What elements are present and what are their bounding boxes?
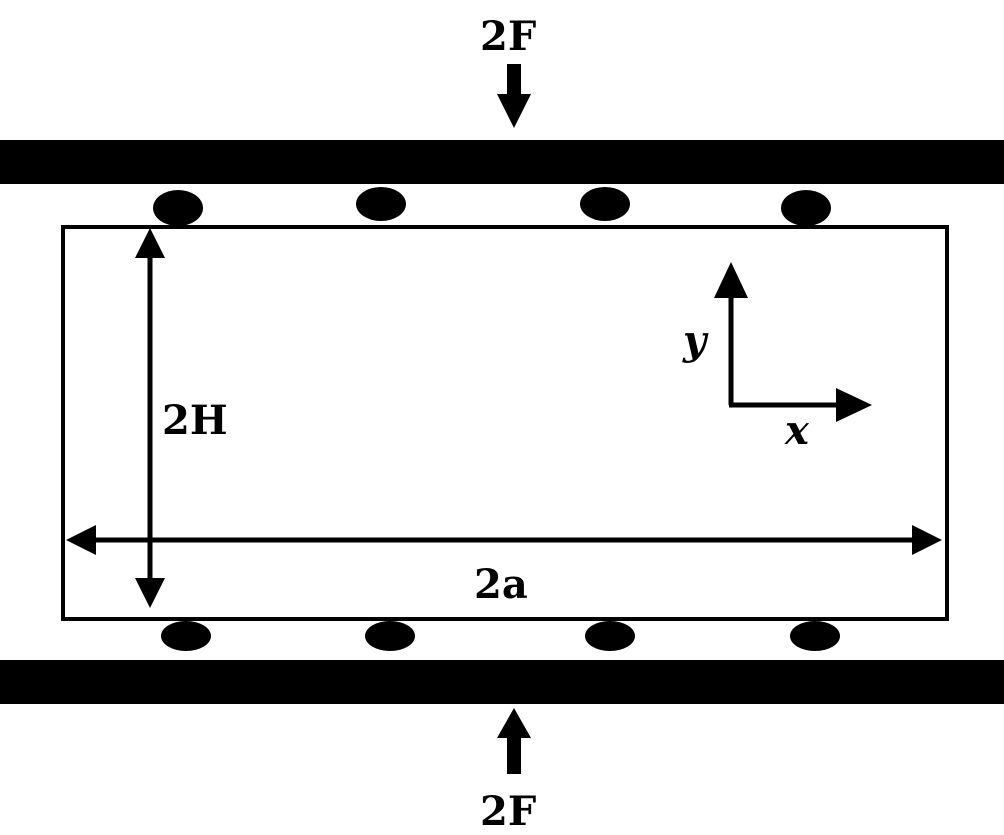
roller <box>580 187 630 221</box>
x-axis-label: x <box>784 407 810 454</box>
roller <box>585 621 635 651</box>
y-axis-label: y <box>682 317 709 364</box>
height-label: 2H <box>162 397 228 444</box>
width-label: 2a <box>474 561 528 608</box>
bottom-plate <box>0 660 1004 704</box>
bottom-rollers <box>161 621 840 651</box>
force-top-label: 2F <box>480 13 536 60</box>
x-axis-arrowhead <box>836 388 872 422</box>
roller <box>161 621 211 651</box>
roller <box>781 190 831 226</box>
roller <box>790 621 840 651</box>
force-bottom-arrow <box>497 708 531 774</box>
top-plate <box>0 140 1004 184</box>
top-rollers <box>153 187 831 226</box>
specimen-rectangle <box>61 225 949 621</box>
y-axis-arrowhead <box>714 262 748 298</box>
roller <box>365 621 415 651</box>
roller <box>153 190 203 226</box>
roller <box>356 187 406 221</box>
force-bottom-label: 2F <box>480 788 536 835</box>
force-top-arrow <box>497 64 531 128</box>
